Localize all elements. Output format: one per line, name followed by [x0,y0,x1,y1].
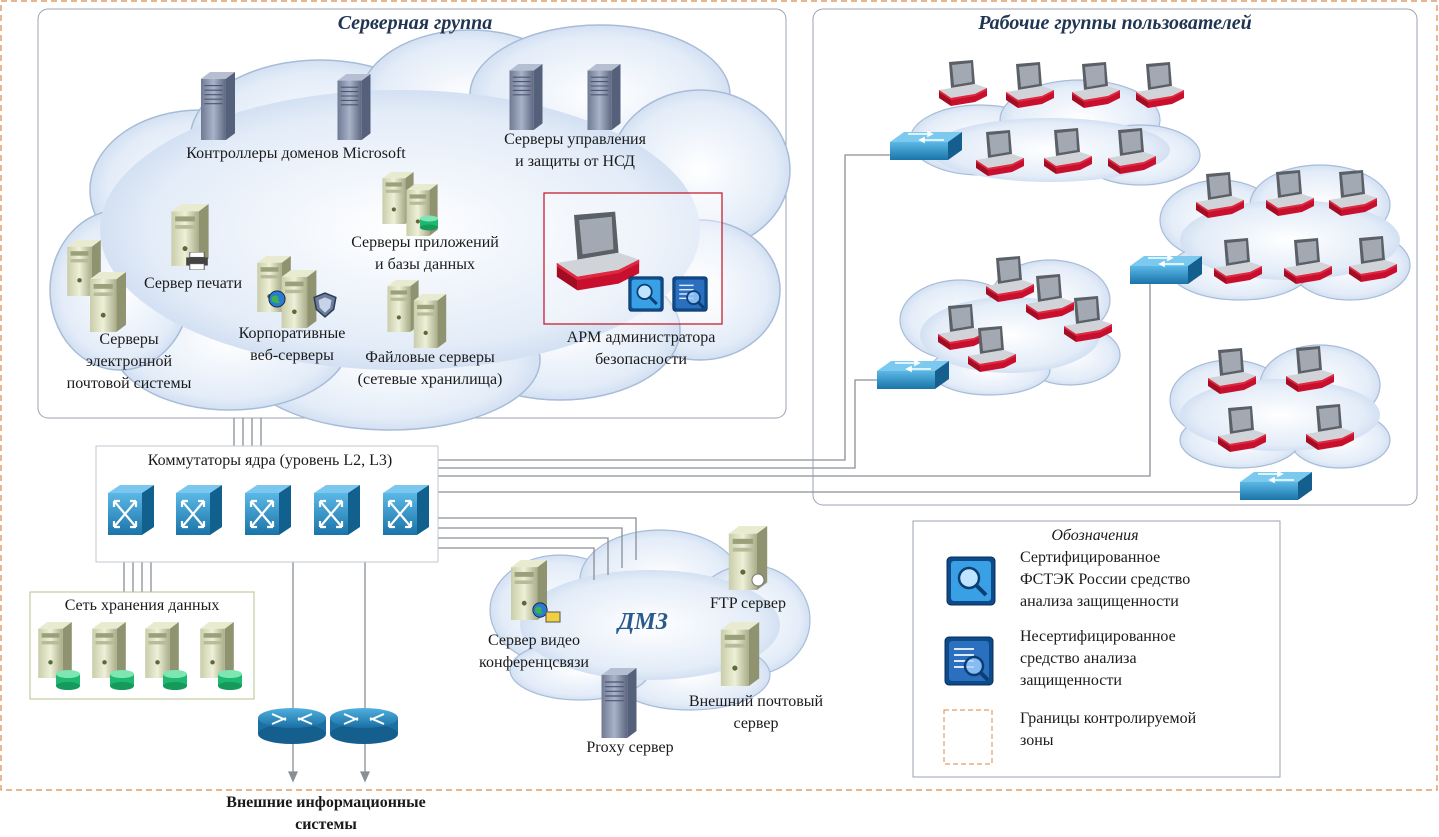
app-servers-label: Серверы приложений и базы данных [330,232,520,276]
mail-servers-line3: почтовой системы [66,375,192,392]
core-switch-icon [108,485,154,535]
file-servers-label: Файловые серверы (сетевые хранилища) [340,347,520,391]
proxy-server-icon [600,668,638,738]
database-icon [218,670,242,690]
video-server-line2: конференцсвязи [479,654,589,671]
app-servers-line2: и базы данных [375,256,475,273]
storage-server-icon [38,622,72,678]
legend-zone-line1: Границы контролируемой [1020,710,1197,727]
globe-icon [268,290,286,308]
database-icon [420,215,438,231]
workgroup-switch-icon [1130,255,1202,285]
connection-lines [123,154,1245,592]
mgmt-server-icon [508,64,544,130]
proxy-server-label: Proxy сервер [586,739,674,756]
workgroup-switch-icon [1240,471,1312,501]
certified-tool-icon [946,556,996,606]
mail-server-icon [90,272,126,332]
file-servers-line1: Файловые серверы [365,349,495,366]
core-switch-icon [314,485,360,535]
ftp-server-label: FTP сервер [710,595,786,612]
dmz-cloud [489,529,811,711]
web-servers-label: Корпоративные веб-серверы [222,323,362,367]
mgmt-servers-line2: и защиты от НСД [515,153,635,170]
ext-mail-server-label: Внешний почтовый сервер [668,691,844,735]
router-icon [330,707,398,745]
printer-icon [186,252,208,270]
legend-noncert-line1: Несертифицированное [1020,628,1176,645]
workgroup-switch-icon [890,131,962,161]
router-icon [258,707,326,745]
workgroup-switch-icon [877,360,949,390]
web-servers-line2: веб-серверы [250,347,334,364]
web-servers-line1: Корпоративные [238,325,346,342]
storage-title: Сеть хранения данных [64,597,220,614]
database-icon [110,670,134,690]
mgmt-server-icon [586,64,622,130]
user-groups-title: Рабочие группы пользователей [978,12,1252,34]
legend-zone-line2: зоны [1020,732,1054,749]
cd-icon [751,573,765,587]
certified-tool-icon [628,276,664,312]
database-icon [56,670,80,690]
legend-cert-line1: Сертифицированное [1020,549,1161,566]
external-systems-label: Внешние информационные системы [196,792,456,836]
external-line2: системы [295,816,357,833]
web-server-icon [281,270,317,328]
core-switch-icon [383,485,429,535]
ext-mail-line2: сервер [733,715,779,732]
admin-ws-line1: АРМ администратора [566,329,716,346]
globe-icon [532,602,548,618]
mail-servers-label: Серверы электронной почтовой системы [46,329,212,395]
legend-noncert-line2: средство анализа [1020,650,1137,667]
domain-controller-icon [336,74,372,140]
legend-noncert-line3: защищенности [1020,672,1122,689]
ext-mail-line1: Внешний почтовый [688,693,824,710]
mgmt-servers-line1: Серверы управления [504,131,646,148]
legend-cert-line3: анализа защищенности [1020,593,1179,610]
controlled-zone-border [0,0,1438,791]
database-icon [163,670,187,690]
core-switches-title: Коммутаторы ядра (уровень L2, L3) [147,452,393,469]
mail-server-icon [720,622,760,686]
legend-certified-text: Сертифицированное ФСТЭК России средство … [1020,547,1190,613]
noncertified-tool-icon [672,276,708,312]
external-line1: Внешние информационные [226,794,426,811]
legend-zone-text: Границы контролируемой зоны [1020,708,1196,752]
admin-ws-label: АРМ администратора безопасности [546,327,736,371]
legend-noncertified-text: Несертифицированное средство анализа защ… [1020,626,1176,692]
storage-server-icon [145,622,179,678]
core-switch-icon [245,485,291,535]
external-links [287,562,371,783]
storage-server-icon [92,622,126,678]
legend-cert-line2: ФСТЭК России средство [1020,571,1191,588]
video-server-line1: Сервер видео [488,632,580,649]
mail-servers-line2: электронной [85,353,173,370]
zone-legend-swatch [943,709,993,765]
domain-controller-icon [200,72,236,140]
legend-title: Обозначения [1051,527,1139,544]
app-servers-line1: Серверы приложений [351,234,499,251]
server-group-title: Серверная группа [337,12,493,34]
noncertified-tool-icon [944,636,994,686]
video-server-label: Сервер видео конференцсвязи [464,630,604,674]
core-switch-icon [176,485,222,535]
domain-controllers-label: Контроллеры доменов Microsoft [186,145,406,162]
video-camera-icon [545,611,561,623]
file-servers-line2: (сетевые хранилища) [357,371,503,388]
admin-ws-line2: безопасности [595,351,687,368]
dmz-title: ДМЗ [618,609,668,635]
print-server-label: Сервер печати [143,275,243,292]
mail-servers-line1: Серверы [99,331,159,348]
file-server-icon [413,294,447,348]
mgmt-servers-label: Серверы управления и защиты от НСД [480,129,670,173]
storage-server-icon [200,622,234,678]
